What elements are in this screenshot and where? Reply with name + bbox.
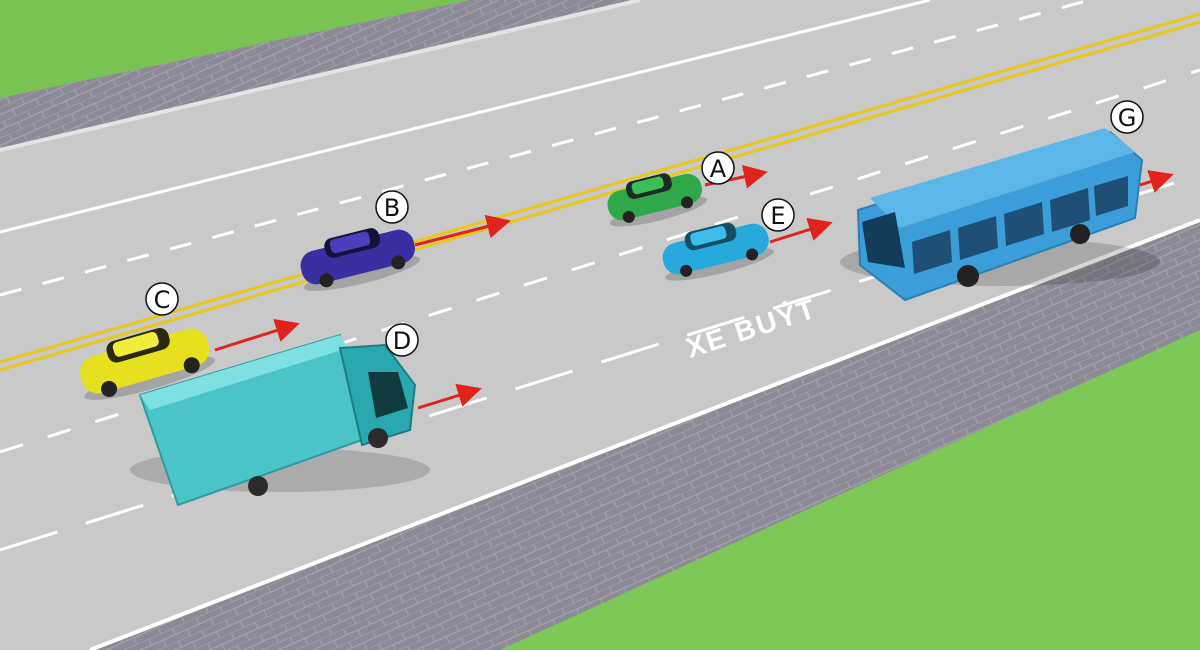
arrow-B: [414, 214, 511, 247]
label-C-text: C: [154, 286, 171, 314]
truck-windshield: [368, 372, 408, 418]
label-E: E: [761, 198, 795, 232]
bus-windows: [912, 176, 1128, 274]
label-E-text: E: [770, 202, 785, 230]
vehicle-E: [662, 222, 775, 281]
arrow-E: [769, 217, 833, 244]
vehicle-D: [130, 333, 430, 507]
label-D-text: D: [393, 327, 411, 355]
label-C: C: [145, 282, 179, 316]
label-D: D: [385, 323, 419, 357]
label-G: G: [1110, 100, 1144, 134]
lane-edge-top: [0, 0, 931, 234]
label-G-text: G: [1118, 104, 1137, 132]
vehicle-B: [300, 228, 421, 291]
label-A: A: [701, 151, 735, 185]
vehicle-A: [607, 173, 707, 227]
label-B-text: B: [384, 194, 400, 222]
label-B: B: [375, 190, 409, 224]
center-line-a: [0, 12, 1200, 364]
truck-cargo-top: [140, 335, 348, 410]
center-line-b: [0, 20, 1200, 372]
curb-top: [0, 0, 641, 152]
bus-roof: [870, 128, 1135, 228]
arrow-G: [1139, 170, 1174, 193]
arrow-D: [417, 383, 482, 410]
vehicle-C: [80, 327, 216, 400]
bus-front-glass: [862, 212, 905, 268]
vehicle-G: [840, 128, 1160, 302]
arrow-C: [214, 318, 300, 352]
curb-bottom: [89, 218, 1200, 650]
lane-dashed-1: [0, 0, 1091, 297]
label-A-text: A: [710, 155, 727, 183]
